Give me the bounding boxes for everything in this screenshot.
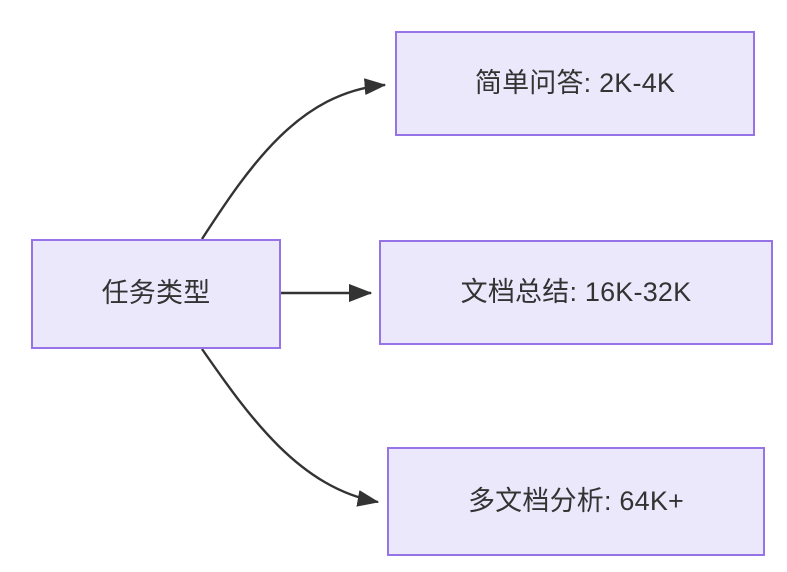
node-simple-qa-label: 简单问答: 2K-4K (474, 67, 676, 98)
edge-source-simple-qa (200, 78, 387, 240)
node-doc-summary-label: 文档总结: 16K-32K (460, 276, 692, 307)
node-task-type-label: 任务类型 (101, 278, 211, 309)
node-multi-doc-label: 多文档分析: 64K+ (467, 485, 684, 516)
node-simple-qa[interactable]: 简单问答: 2K-4K (395, 31, 755, 136)
node-doc-summary[interactable]: 文档总结: 16K-32K (379, 240, 773, 345)
node-task-type[interactable]: 任务类型 (31, 239, 281, 349)
edge-source-multi-doc (201, 348, 380, 507)
node-multi-doc[interactable]: 多文档分析: 64K+ (387, 447, 765, 556)
